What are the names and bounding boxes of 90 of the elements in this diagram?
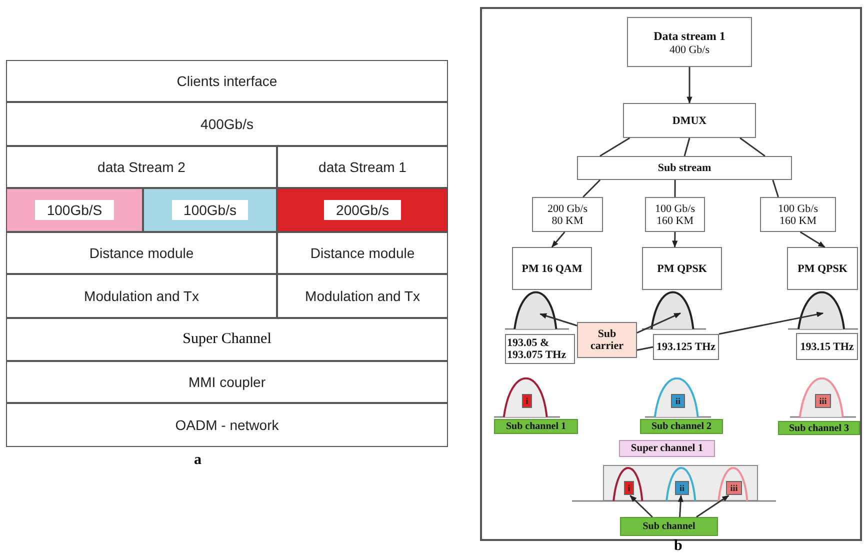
process-box	[532, 197, 603, 232]
channel-number: ii	[671, 394, 684, 408]
cell-label: Distance module	[310, 245, 415, 261]
channel-spectrum	[645, 376, 711, 418]
process-box	[505, 334, 575, 364]
table-cell	[6, 318, 448, 361]
box-label: 400 Gb/s	[669, 44, 710, 56]
process-box	[760, 197, 836, 232]
table-cell	[277, 188, 448, 232]
super-channel-box	[603, 465, 758, 501]
process-box	[627, 17, 752, 67]
table-cell	[6, 60, 448, 102]
box-label: Sub stream	[658, 162, 712, 174]
process-box	[512, 247, 592, 290]
spectrum-peak	[505, 290, 569, 330]
channel-spectrum	[494, 376, 560, 418]
channel-group-box	[619, 440, 715, 457]
cell-label: 100Gb/S	[34, 200, 114, 220]
cell-label: Clients interface	[176, 73, 278, 89]
table-cell	[6, 403, 448, 447]
process-box	[577, 156, 792, 180]
channel-number: i	[522, 394, 532, 408]
panel-label: b	[674, 538, 682, 555]
process-box	[577, 322, 637, 358]
channel-number: iii	[726, 481, 742, 495]
process-box	[796, 333, 858, 360]
cell-label: 200Gb/s	[324, 200, 401, 220]
table-cell	[6, 102, 448, 146]
table-cell	[6, 188, 143, 232]
box-label: Super channel 1	[630, 443, 704, 454]
arrow	[630, 495, 653, 518]
channel-box	[494, 419, 578, 434]
box-label: 100 Gb/s 160 KM	[654, 202, 696, 226]
box-label: 193.05 & 193.075 THz	[507, 337, 568, 361]
arrow	[800, 231, 826, 248]
channel-box	[778, 421, 860, 435]
box-label: 193.15 THz	[800, 340, 854, 352]
process-box	[653, 334, 719, 360]
cell-label: Super Channel	[182, 331, 272, 348]
arrow	[540, 313, 578, 326]
table-cell	[277, 274, 448, 318]
cell-label: Distance module	[89, 245, 194, 261]
cell-label: 100Gb/s	[172, 200, 248, 220]
arrow	[636, 312, 682, 334]
arrow	[686, 67, 692, 104]
cell-label: Modulation and Tx	[305, 288, 420, 304]
arrow	[551, 232, 566, 248]
box-label: PM 16 QAM	[522, 262, 582, 274]
box-label: Sub channel 2	[651, 421, 712, 432]
channel-number: ii	[675, 481, 688, 495]
cell-label: 400Gb/s	[200, 116, 254, 132]
cell-label: Modulation and Tx	[84, 288, 199, 304]
table-cell	[277, 232, 448, 274]
box-label: 200 Gb/s 80 KM	[546, 202, 589, 226]
box-label: Sub channel 3	[788, 422, 850, 434]
table-cell	[143, 188, 277, 232]
table-cell	[277, 146, 448, 188]
arrow	[672, 232, 678, 248]
box-label: Data stream 1	[654, 28, 726, 44]
arrow	[718, 312, 824, 335]
channel-number: i	[624, 481, 634, 495]
channel-number: iii	[815, 394, 831, 408]
table-cell	[6, 232, 277, 274]
arrow	[678, 494, 684, 518]
channel-box	[640, 419, 723, 434]
process-box	[642, 247, 722, 290]
box-label: Sub carrier	[590, 328, 624, 352]
arrow	[696, 494, 730, 518]
cell-label: data Stream 1	[318, 159, 406, 175]
process-box	[787, 247, 858, 290]
channel-box	[620, 517, 718, 536]
box-label: PM QPSK	[798, 262, 848, 274]
panel-label: a	[194, 452, 202, 469]
process-box	[645, 197, 705, 232]
cell-label: data Stream 2	[98, 159, 186, 175]
box-label: 193.125 THz	[656, 341, 716, 353]
box-label: DMUX	[672, 114, 707, 126]
table-cell	[6, 146, 277, 188]
spectrum-peak	[642, 290, 706, 330]
channel-spectrum	[790, 376, 856, 418]
box-label: 100 Gb/s 160 KM	[776, 202, 820, 226]
table-cell	[6, 274, 277, 318]
box-label: Sub channel 1	[506, 421, 566, 432]
cell-label: MMI coupler	[188, 374, 266, 390]
cell-label: OADM - network	[175, 417, 279, 433]
table-cell	[6, 361, 448, 403]
box-label: PM QPSK	[657, 262, 707, 274]
spectrum-peak	[788, 290, 858, 330]
process-box	[623, 103, 756, 138]
box-label: Sub channel	[642, 521, 696, 532]
